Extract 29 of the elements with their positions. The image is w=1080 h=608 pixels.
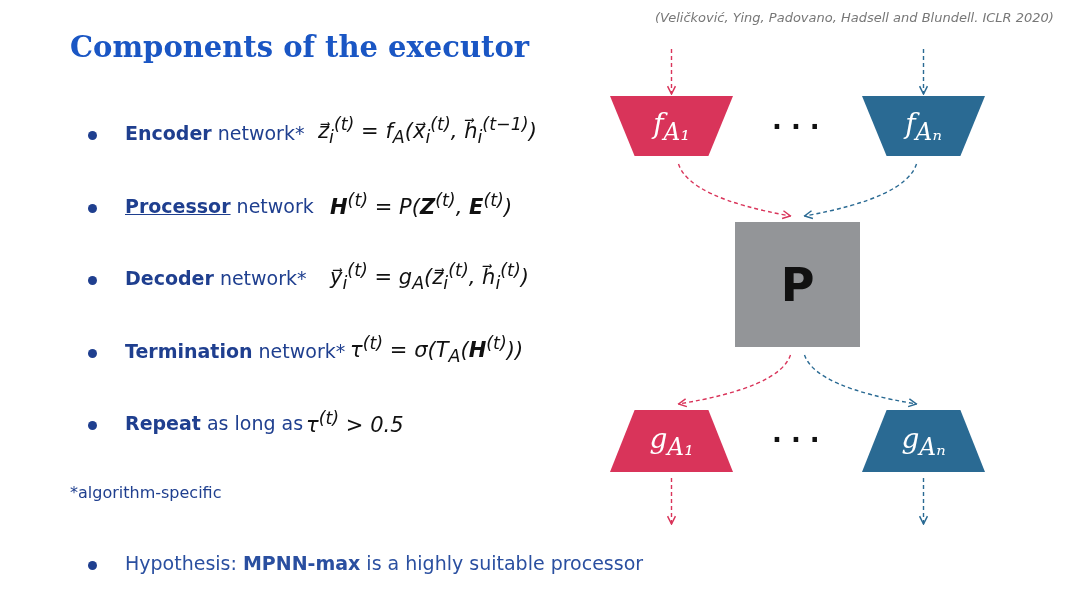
dashed-arrow [803, 163, 918, 220]
formula: z⃗$_{i}$$^{(t)}$ = f$_{A}$(x⃗$_{i}$$^{(t)}$, h⃗$_{i}$$^{(t−1)}$) [318, 114, 537, 148]
dashed-arrow [666, 48, 677, 95]
formula: τ$^{(t)}$ = σ(T$_{A}$(H$^{(t)}$)) [350, 333, 524, 367]
formula: τ$^{(t)}$ > 0.5 [306, 408, 404, 437]
bullet-text: Processor network [125, 195, 314, 217]
footnote-text: *algorithm-specific [70, 483, 222, 502]
citation-text: (Veličković, Ying, Padovano, Hadsell and Blundell. ICLR 2020) [655, 10, 1054, 25]
dashed-arrow [918, 477, 929, 525]
bullet-text: Hypothesis: MPNN-max is a highly suitable processor [125, 552, 644, 574]
slide-title: Components of the executor [70, 30, 530, 64]
dashed-arrow [677, 163, 792, 220]
bullet-text: Repeat as long as [125, 412, 304, 434]
ellipsis: · · · [772, 112, 820, 142]
dashed-arrow [666, 477, 677, 525]
dashed-arrow [803, 354, 918, 408]
encoder-trapezoid: f$_{A₁}$ [610, 96, 733, 156]
formula: H$^{(t)}$ = P(Z$^{(t)}$, E$^{(t)}$) [330, 190, 513, 219]
encoder-trapezoid: f$_{Aₙ}$ [862, 96, 985, 156]
decoder-trapezoid: g$_{A₁}$ [610, 410, 733, 472]
bullet-text: Decoder network* [125, 267, 307, 289]
decoder-trapezoid: g$_{Aₙ}$ [862, 410, 985, 472]
bullet-text: Encoder network* [125, 122, 305, 144]
dashed-arrow [918, 48, 929, 95]
ellipsis: · · · [772, 425, 820, 455]
bullet-text: Termination network* [125, 340, 346, 362]
dashed-arrow [677, 354, 792, 408]
processor-box: P [735, 222, 860, 347]
formula: y⃗$_{i}$$^{(t)}$ = g$_{A}$(z⃗$_{i}$$^{(t)}$, h⃗$_{i}$$^{(t)}$) [330, 260, 529, 294]
